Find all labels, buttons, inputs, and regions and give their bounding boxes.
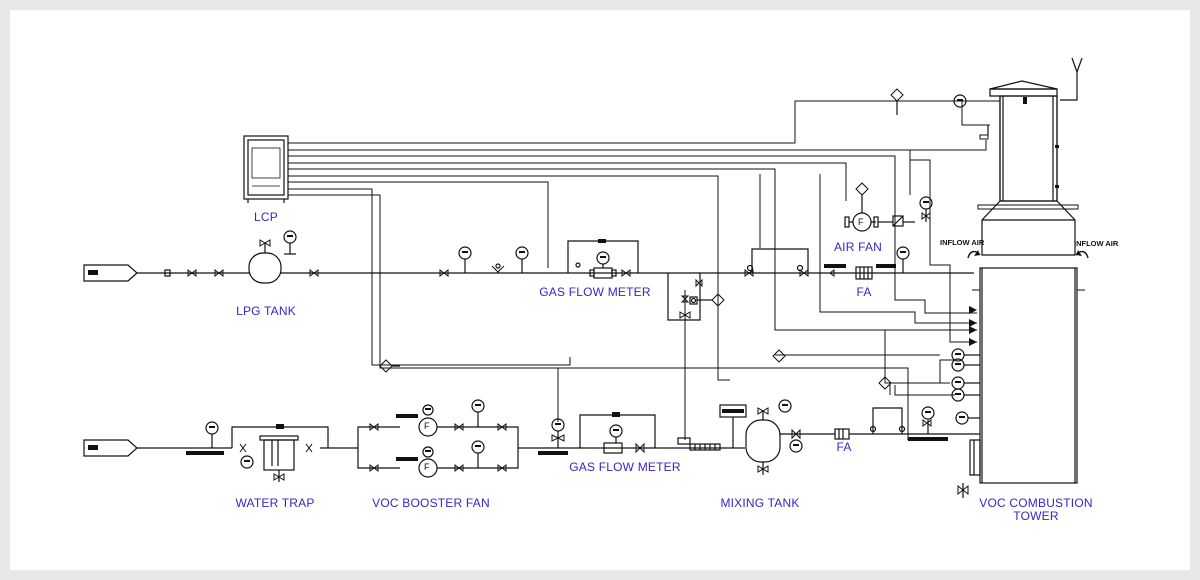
water-trap-label: WATER TRAP xyxy=(235,496,315,510)
diagram-canvas: LCP LPG TANK GAS FLOW METER AIR FAN FA W… xyxy=(10,10,1190,570)
signal-line-13 xyxy=(894,385,955,396)
gas-train-valves xyxy=(667,273,725,321)
lpg-line xyxy=(83,264,974,282)
air-fan-symbol: F xyxy=(858,217,864,227)
lcp-label: LCP xyxy=(254,210,278,224)
gas-flow-meter-top xyxy=(567,239,639,279)
signal-line-9 xyxy=(288,194,909,440)
flame-arrestor-bottom xyxy=(834,407,980,441)
voc-supply-tag xyxy=(83,439,138,457)
air-fan-label: AIR FAN xyxy=(833,240,883,254)
gas-flow-meter-top-label: GAS FLOW METER xyxy=(539,285,651,299)
signal-line-17 xyxy=(909,150,977,343)
voc-line xyxy=(83,359,747,482)
signal-line-16 xyxy=(895,100,990,126)
voc-combustion-tower-label: VOC COMBUSTION TOWER xyxy=(979,496,1093,523)
tower-inlet-arrows xyxy=(969,306,977,346)
flame-arrestor-top xyxy=(824,246,910,280)
air-fan xyxy=(844,88,967,232)
signal-line-6 xyxy=(288,175,730,381)
voc-combustion-tower xyxy=(957,57,1089,498)
lcp-panel xyxy=(243,135,289,203)
fa-top-label: FA xyxy=(856,285,872,299)
signal-line-4 xyxy=(288,162,847,201)
inflow-air-right-label: INFLOW AIR xyxy=(1074,239,1119,248)
lpg-tank xyxy=(248,230,297,284)
inflow-air-left-label: INFLOW AIR xyxy=(940,238,985,247)
signal-line-8 xyxy=(288,188,571,366)
tower-instrument-gauges xyxy=(772,348,980,425)
pid-diagram xyxy=(83,57,1089,498)
voc-booster-fan-label: VOC BOOSTER FAN xyxy=(372,496,490,510)
booster-fan-2-symbol: F xyxy=(424,462,430,472)
mixing-tank-label: MIXING TANK xyxy=(720,496,800,510)
signal-line-2 xyxy=(288,140,987,151)
fa-bottom-label: FA xyxy=(836,440,852,454)
signal-line-3 xyxy=(288,155,977,314)
booster-fan-1-symbol: F xyxy=(424,421,430,431)
signal-line-10 xyxy=(775,330,940,356)
top-line-gauges xyxy=(458,246,529,273)
gas-flow-meter-bottom-label: GAS FLOW METER xyxy=(569,460,681,474)
lpg-supply-tag xyxy=(83,264,138,282)
signal-line-12 xyxy=(889,359,955,395)
top-bypass xyxy=(746,248,809,273)
control-lines xyxy=(288,100,1000,440)
signal-line-7 xyxy=(288,181,549,268)
signal-line-14 xyxy=(759,174,977,324)
lpg-tank-label: LPG TANK xyxy=(236,304,296,318)
signal-line-1 xyxy=(288,100,1000,144)
mixing-tank xyxy=(745,399,835,475)
